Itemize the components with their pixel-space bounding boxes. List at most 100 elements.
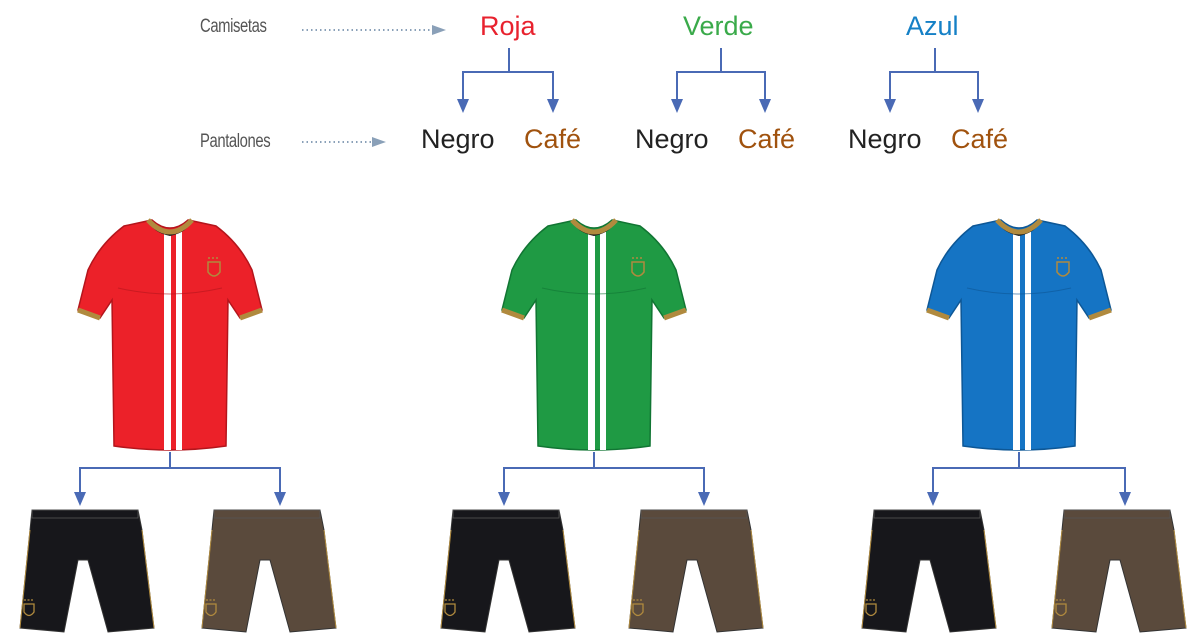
- crest-icon: [205, 603, 217, 617]
- pant-name-cafe: Café: [738, 124, 796, 154]
- shorts-piping: [628, 529, 640, 629]
- shirt-collar-inner: [574, 222, 614, 236]
- shirt-icon: [926, 218, 1112, 451]
- shirt-collar-inner: [999, 222, 1039, 236]
- pant-name-negro: Negro: [421, 124, 495, 154]
- dotted-leaders: [302, 25, 446, 147]
- shirt-seam: [117, 287, 223, 295]
- shorts-body: [440, 509, 576, 633]
- shirt-stripe: [164, 234, 171, 450]
- shirt-cuff: [501, 307, 525, 321]
- shorts-piping: [19, 529, 31, 629]
- branch-line: [462, 48, 554, 101]
- shirt-cuff: [663, 307, 687, 321]
- shirt-cuff: [1088, 307, 1112, 321]
- shirt-stripe: [588, 234, 595, 450]
- shorts-brown-icon: [201, 509, 337, 633]
- branch-line: [503, 452, 705, 494]
- shorts-body: [628, 509, 764, 633]
- shirt-stripe: [176, 232, 182, 450]
- shirt-seam: [541, 287, 647, 295]
- shirt-name-verde: Verde: [683, 11, 754, 41]
- shorts-body: [19, 509, 155, 633]
- bottom-branch-1: [498, 452, 710, 506]
- shorts-piping: [323, 529, 337, 629]
- crest-icon: [444, 603, 456, 617]
- top-branch-0: [457, 48, 559, 113]
- branch-line: [676, 48, 766, 101]
- pant-name-cafe: Café: [951, 124, 1009, 154]
- shirt-name-azul: Azul: [906, 11, 959, 41]
- crest-icon: [631, 261, 645, 277]
- arrowhead-icon: [927, 492, 939, 506]
- shorts-piping: [562, 529, 576, 629]
- shorts-body: [861, 509, 997, 633]
- shorts-group: [19, 509, 1187, 633]
- shorts-black-icon: [861, 509, 997, 633]
- crest-icon: [23, 603, 35, 617]
- shorts-waistband: [213, 509, 321, 519]
- crest-icon: [1056, 261, 1070, 277]
- arrowhead-icon: [74, 492, 86, 506]
- shirt-icon: [501, 218, 687, 451]
- shirt-collar-inner: [150, 222, 190, 236]
- top-branch-2: [884, 48, 984, 113]
- shorts-black-icon: [440, 509, 576, 633]
- shirt-name-roja: Roja: [480, 11, 536, 41]
- arrowhead-icon: [698, 492, 710, 506]
- shirt-seam: [966, 287, 1072, 295]
- pant-name-negro: Negro: [848, 124, 922, 154]
- shirt-cuff: [77, 307, 101, 321]
- shorts-piping: [1173, 529, 1187, 629]
- shorts-waistband: [873, 509, 981, 519]
- branch-line: [79, 452, 281, 494]
- shorts-body: [201, 509, 337, 633]
- shirt-stripe: [1013, 234, 1020, 450]
- shirt-collar: [146, 218, 194, 235]
- arrowhead-icon: [432, 25, 446, 35]
- top-branches: [457, 48, 984, 113]
- shirt-icon: [77, 218, 263, 451]
- shirts-group: [77, 218, 1112, 451]
- arrowhead-icon: [372, 137, 386, 147]
- shirt-collar: [995, 218, 1043, 235]
- shorts-piping: [201, 529, 213, 629]
- shirt-cuff: [926, 307, 950, 321]
- branch-line: [889, 48, 979, 101]
- arrowhead-icon: [457, 99, 469, 113]
- shorts-waistband: [640, 509, 748, 519]
- shorts-waistband: [31, 509, 139, 519]
- shorts-brown-icon: [628, 509, 764, 633]
- shorts-piping: [861, 529, 873, 629]
- crest-icon: [1055, 603, 1067, 617]
- shorts-piping: [440, 529, 452, 629]
- shirt-stripe: [600, 232, 606, 450]
- shirt-collar: [570, 218, 618, 235]
- bottom-branch-2: [927, 452, 1131, 506]
- crest-icon: [865, 603, 877, 617]
- shorts-body: [1051, 509, 1187, 633]
- shorts-piping: [983, 529, 997, 629]
- crest-icon: [207, 261, 221, 277]
- shorts-waistband: [1063, 509, 1171, 519]
- arrowhead-icon: [671, 99, 683, 113]
- arrowhead-icon: [498, 492, 510, 506]
- arrowhead-icon: [1119, 492, 1131, 506]
- shorts-black-icon: [19, 509, 155, 633]
- branch-line: [932, 452, 1126, 494]
- shorts-piping: [750, 529, 764, 629]
- shorts-brown-icon: [1051, 509, 1187, 633]
- arrowhead-icon: [274, 492, 286, 506]
- pant-name-negro: Negro: [635, 124, 709, 154]
- crest-icon: [632, 603, 644, 617]
- shirt-stripe: [1025, 232, 1031, 450]
- bottom-branches: [74, 452, 1131, 506]
- arrowhead-icon: [972, 99, 984, 113]
- top-branch-1: [671, 48, 771, 113]
- shirt-cuff: [239, 307, 263, 321]
- row-label-pants: Pantalones: [200, 131, 271, 152]
- pant-name-cafe: Café: [524, 124, 582, 154]
- shorts-piping: [141, 529, 155, 629]
- bottom-branch-0: [74, 452, 286, 506]
- arrowhead-icon: [759, 99, 771, 113]
